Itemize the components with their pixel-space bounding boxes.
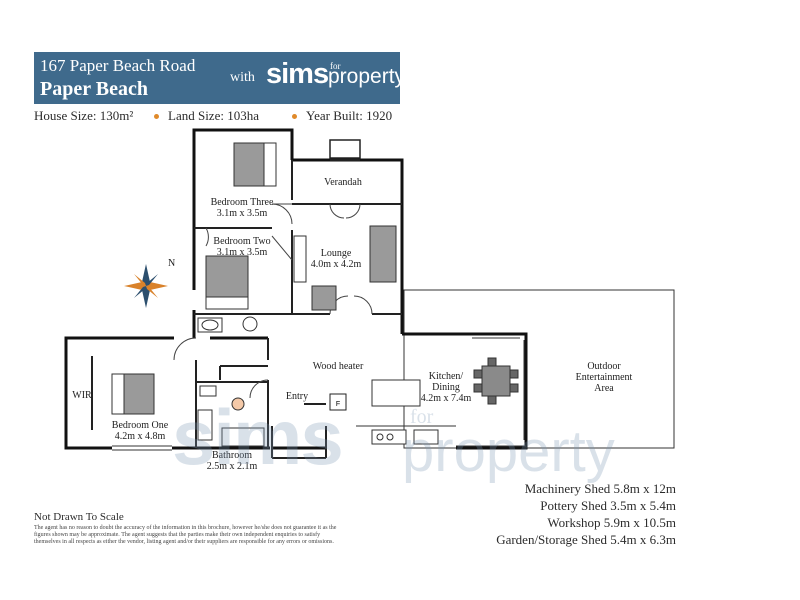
exterior-walls	[64, 128, 528, 450]
size-lounge: 4.0m x 4.2m	[311, 259, 362, 270]
size-bedroom-three: 3.1m x 3.5m	[217, 208, 268, 219]
label-bedroom-three: Bedroom Three	[211, 197, 274, 208]
kitchen-fixtures	[356, 357, 519, 445]
separator-dot-icon	[154, 114, 159, 119]
with-text: with	[230, 70, 255, 85]
label-lounge: Lounge	[321, 248, 352, 259]
size-bedroom-one: 4.2m x 4.8m	[115, 431, 166, 442]
shed-item: Garden/Storage Shed 5.4m x 6.3m	[496, 532, 676, 547]
shed-item: Workshop 5.9m x 10.5m	[547, 515, 676, 530]
label-wir: WIR	[72, 390, 92, 401]
label-entertainment: Entertainment	[576, 372, 633, 383]
shed-item: Pottery Shed 3.5m x 5.4m	[540, 498, 676, 513]
address-street: 167 Paper Beach Road	[40, 56, 196, 75]
label-bedroom-one: Bedroom One	[112, 420, 169, 431]
svg-text:F: F	[336, 401, 340, 408]
outdoor-area-outline	[403, 289, 675, 449]
brand-logo-for: for	[330, 61, 341, 71]
year-built: Year Built: 1920	[306, 108, 393, 123]
size-bathroom: 2.5m x 2.1m	[207, 461, 258, 472]
label-bedroom-two: Bedroom Two	[213, 236, 270, 247]
address-suburb: Paper Beach	[40, 78, 148, 100]
not-to-scale-note: Not Drawn To Scale	[34, 511, 124, 523]
label-outdoor: Outdoor	[587, 361, 621, 372]
size-kitchen: 4.2m x 7.4m	[421, 393, 472, 404]
label-bathroom: Bathroom	[212, 450, 252, 461]
label-verandah: Verandah	[324, 177, 362, 188]
chimney	[329, 139, 361, 159]
door-swings	[173, 203, 373, 399]
size-bedroom-two: 3.1m x 3.5m	[217, 247, 268, 258]
brand-logo-sims: sims	[266, 58, 329, 90]
disclaimer-text: The agent has no reason to doubt the acc…	[34, 525, 337, 545]
property-stats: House Size: 130m² Land Size: 103ha Year …	[34, 108, 404, 124]
shed-item: Machinery Shed 5.8m x 12m	[524, 481, 676, 496]
header-banner: 167 Paper Beach Road Paper Beach with si…	[34, 52, 405, 104]
sheds-list: Machinery Shed 5.8m x 12m Pottery Shed 3…	[416, 480, 676, 548]
label-dining: Dining	[432, 382, 460, 393]
label-wood-heater: Wood heater	[313, 361, 364, 372]
bathroom-fixtures	[197, 316, 265, 447]
beds	[111, 142, 277, 415]
interior-walls	[91, 160, 402, 459]
house-size: House Size: 130m²	[34, 108, 134, 123]
separator-dot-icon	[292, 114, 297, 119]
compass-icon	[124, 264, 168, 308]
label-kitchen: Kitchen/	[429, 371, 464, 382]
lounge-furniture	[293, 225, 397, 311]
compass-north-label: N	[168, 258, 175, 269]
label-entry: Entry	[286, 391, 308, 402]
brand-logo-property: property	[328, 65, 406, 88]
wood-heater-icon	[329, 393, 347, 411]
label-area: Area	[594, 383, 614, 394]
land-size: Land Size: 103ha	[168, 108, 259, 123]
